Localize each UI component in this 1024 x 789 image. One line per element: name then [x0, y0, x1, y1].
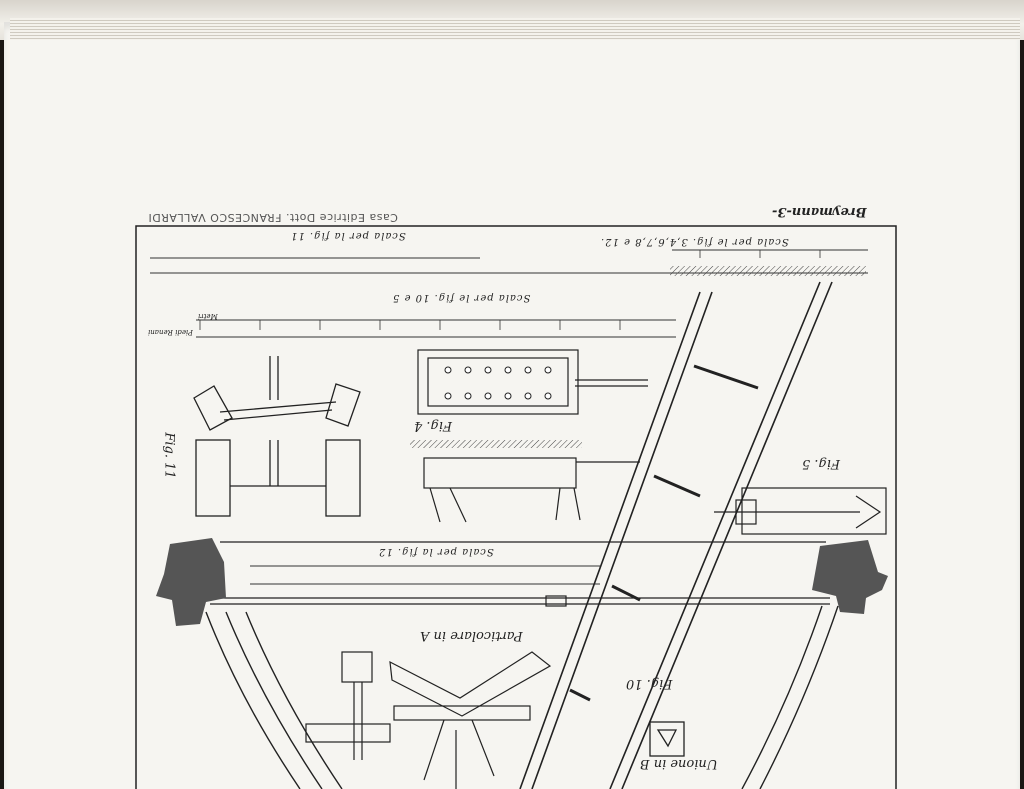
- scale-bars: [150, 249, 868, 585]
- particolare-a-label: Particolare in A: [420, 628, 523, 643]
- metri-label: Metri: [198, 312, 218, 320]
- unione-b-drawing: [649, 721, 685, 757]
- diagonal-strut: [519, 281, 833, 789]
- fig5-drawing: [714, 487, 887, 535]
- paper-stack-edge: [10, 18, 1020, 40]
- arch-right: [741, 605, 839, 789]
- strut-rungs: [569, 364, 759, 702]
- series-label: Breymann-3-: [772, 204, 867, 219]
- unione-b-label: Unione in B: [640, 756, 718, 771]
- plate-border: [135, 225, 897, 789]
- fig4-bracket: [423, 457, 640, 523]
- masonry-right: [812, 540, 888, 614]
- piedi-label: Piedi Renani: [148, 328, 193, 336]
- particolare-a-drawing: [305, 651, 552, 789]
- scale-label-fig12: Scala per la fig. 12: [378, 546, 494, 557]
- main-beam: [210, 541, 830, 607]
- scale-label-fig11: Scala per la fig. 11: [290, 230, 406, 241]
- arch-left: [205, 611, 343, 789]
- scale-ticks: [199, 250, 821, 330]
- fig11-drawing: [193, 356, 361, 517]
- fig10-label: Fig. 10: [626, 676, 673, 691]
- fig4-label: Fig. 4: [414, 418, 453, 433]
- fig5-label: Fig. 5: [802, 456, 841, 471]
- masonry-left: [156, 538, 226, 626]
- scale-label-top: Scala per le fig. 3,4,6,7,8 e 12.: [600, 236, 789, 247]
- fig4-rivets: [444, 366, 552, 400]
- hatched-beam: [670, 266, 866, 276]
- fig11-label: Fig. 11: [161, 432, 177, 479]
- scale-label-fig10-5: Scala per le fig. 10 e 5: [392, 292, 531, 303]
- fig4-plate: [417, 349, 648, 415]
- publisher-label: Casa Editrice Dott. FRANCESCO VALLARDI: [148, 211, 398, 224]
